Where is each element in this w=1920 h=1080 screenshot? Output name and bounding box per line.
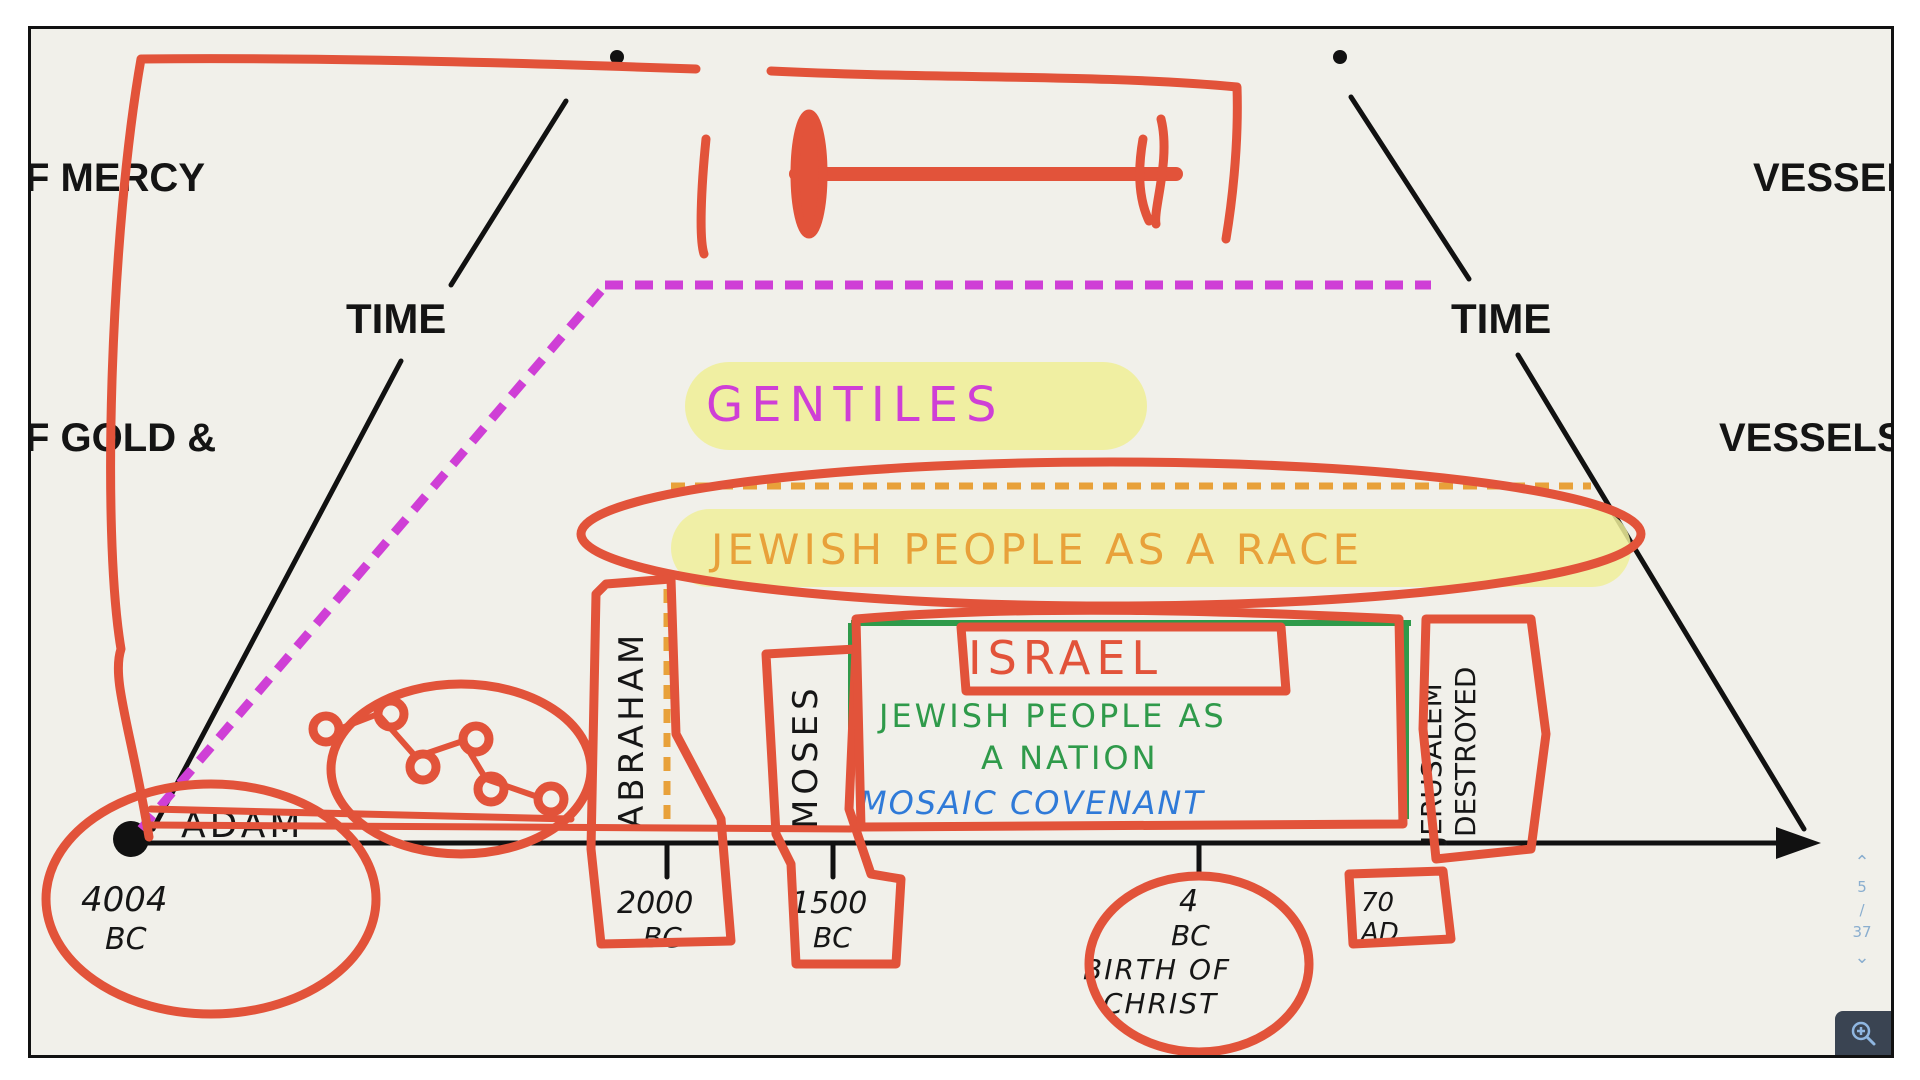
- chevron-down-icon[interactable]: ⌄: [1854, 946, 1870, 968]
- zoom-in-button[interactable]: [1835, 1011, 1891, 1055]
- date-1500-era: BC: [813, 921, 852, 954]
- diagonal-line: [150, 358, 404, 832]
- date-4004: 4004: [81, 880, 168, 920]
- diagonal-line: [1515, 352, 1807, 832]
- text-moses: MOSES: [786, 683, 826, 829]
- label-vessels: VESSELS: [1719, 416, 1891, 460]
- date-4004-era: BC: [105, 922, 147, 957]
- genealogy-node: [473, 771, 509, 807]
- date-4-era: BC: [1171, 919, 1210, 952]
- text-gentiles: GENTILES: [706, 377, 1004, 433]
- circle-genealogy: [326, 679, 596, 859]
- dot-marker: [1333, 50, 1347, 64]
- red-stroke: [696, 134, 711, 259]
- date-1500: 1500: [791, 886, 867, 921]
- timeline-dates: 4004 BC 2000 BC 1500 BC 4 BC BIRTH OF CH…: [81, 880, 1399, 1020]
- box-israel-title: [956, 622, 1291, 696]
- chevron-up-icon[interactable]: ⌃: [1854, 852, 1870, 873]
- text-abraham: ABRAHAM: [612, 631, 652, 829]
- date-70: 70: [1361, 888, 1394, 918]
- zoom-in-icon: [1851, 1021, 1876, 1046]
- page-current: 5: [1857, 878, 1867, 896]
- red-bracket: [766, 66, 1242, 244]
- box-70-ad: [1344, 866, 1456, 949]
- box-abraham: [586, 574, 736, 949]
- diagonal-line: [448, 98, 569, 288]
- highlight-jewish-race: [671, 509, 1631, 587]
- circle-birth-of-christ: [1084, 871, 1314, 1055]
- page-separator: /: [1859, 900, 1865, 919]
- slide-viewer: F MERCY F GOLD & VESSEL VESSELS TIME TIM…: [28, 26, 1894, 1058]
- box-israel: [851, 605, 1408, 832]
- box-moses: [761, 644, 906, 969]
- red-bracket: [106, 54, 701, 842]
- date-2000-era: BC: [643, 921, 682, 954]
- label-vessel: VESSEL: [1753, 156, 1891, 200]
- highlight-gentiles: [685, 362, 1147, 450]
- arrowhead-icon: [1776, 827, 1821, 859]
- genealogy-link: [336, 711, 541, 800]
- text-destroyed: DESTROYED: [1449, 667, 1482, 837]
- race-boundary: [663, 482, 1591, 829]
- label-mercy: F MERCY: [31, 156, 205, 200]
- text-jewish-race: JEWISH PEOPLE AS A RACE: [708, 525, 1363, 574]
- timeline-slide: F MERCY F GOLD & VESSEL VESSELS TIME TIM…: [31, 50, 1891, 1055]
- text-mosaic-covenant: MOSAIC COVENANT: [859, 784, 1205, 822]
- label-time-right: TIME: [1451, 295, 1551, 342]
- red-stroke: [1135, 114, 1169, 229]
- red-underline: [147, 805, 855, 833]
- date-4: 4: [1179, 884, 1198, 919]
- page-navigation: ⌃ 5 / 37 ⌄: [1845, 849, 1879, 971]
- circle-4004-bc: [41, 779, 381, 1019]
- label-gold: F GOLD &: [31, 416, 216, 460]
- genealogy-node: [308, 711, 344, 747]
- diagonal-line: [1348, 94, 1472, 282]
- label-birth-of: BIRTH OF: [1083, 953, 1231, 986]
- gentiles-boundary: [137, 280, 1431, 832]
- date-2000: 2000: [617, 886, 693, 921]
- start-dot: [113, 821, 149, 857]
- label-time-left: TIME: [346, 295, 446, 342]
- text-nation-line1: JEWISH PEOPLE AS: [877, 697, 1227, 735]
- label-christ: CHRIST: [1103, 987, 1218, 1020]
- page-total: 37: [1852, 923, 1872, 941]
- box-jerusalem: [1418, 614, 1551, 864]
- red-stroke: [790, 109, 828, 239]
- red-ink-annotations: [41, 54, 1646, 1055]
- dot-marker: [610, 50, 624, 64]
- genealogy-node: [533, 781, 569, 817]
- text-israel: ISRAEL: [968, 631, 1163, 685]
- text-nation-line2: A NATION: [981, 739, 1159, 777]
